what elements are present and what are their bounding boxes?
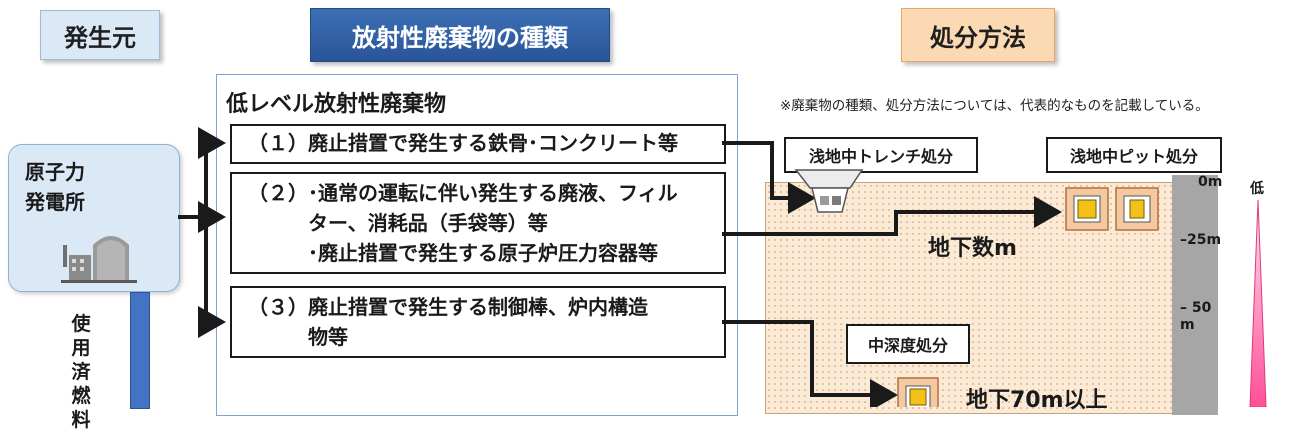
- waste-item-3: （３）廃止措置で発生する制御棒、炉内構造 物等: [230, 286, 726, 358]
- arrow-to-intermediate: [722, 320, 898, 407]
- intermediate-facility-icon: [897, 377, 939, 407]
- header-source: 発生元: [40, 10, 160, 60]
- power-plant-box: 原子力 発電所: [8, 144, 180, 292]
- pit-facility-icon: [1065, 187, 1159, 231]
- header-waste-types: 放射性廃棄物の種類: [310, 8, 610, 62]
- low-level-waste-title: 低レベル放射性廃棄物: [226, 92, 447, 117]
- depth-scale: [1172, 175, 1218, 415]
- trench-disposal-label: 浅地中トレンチ処分: [784, 137, 978, 173]
- footnote: ※廃棄物の種類、処分方法については、代表的なものを記載している。: [780, 98, 1209, 114]
- waste-item-1: （１）廃止措置で発生する鉄骨･コンクリート等: [230, 124, 726, 164]
- radioactivity-level-wedge: [1249, 199, 1267, 407]
- depth-tick-50m: – 50 m: [1180, 300, 1212, 333]
- radioactivity-low-label: 低: [1250, 181, 1264, 197]
- diagram-overlay: [178, 127, 1267, 407]
- depth-tick-50m-value: 50 m: [1180, 300, 1212, 333]
- waste-item-2-text: （２）･通常の運転に伴い発生する廃液、フィル ター、消耗品（手袋等）等 ･廃止措…: [248, 181, 678, 265]
- depth-tick-25m-value: 25m: [1187, 232, 1222, 248]
- header-disposal-method: 処分方法: [901, 8, 1055, 62]
- waste-item-2: （２）･通常の運転に伴い発生する廃液、フィル ター、消耗品（手袋等）等 ･廃止措…: [230, 172, 726, 274]
- arrow-to-trench: [722, 141, 816, 214]
- depth-several-meters-label: 地下数m: [928, 236, 1017, 261]
- power-plant-icon: [61, 236, 137, 283]
- plant-branch-arrows: [178, 127, 226, 338]
- waste-item-1-text: （１）廃止措置で発生する鉄骨･コンクリート等: [248, 131, 678, 155]
- depth-tick-25m: –25m: [1180, 232, 1222, 248]
- intermediate-depth-disposal-label: 中深度処分: [846, 324, 970, 364]
- depth-tick-0m: 0m: [1198, 174, 1223, 190]
- pit-disposal-label: 浅地中ピット処分: [1046, 137, 1222, 173]
- trench-facility-icon: [794, 169, 864, 213]
- arrow-to-pit: [722, 196, 1062, 236]
- power-plant-label: 原子力 発電所: [25, 160, 85, 214]
- waste-item-3-text: （３）廃止措置で発生する制御棒、炉内構造 物等: [248, 295, 648, 349]
